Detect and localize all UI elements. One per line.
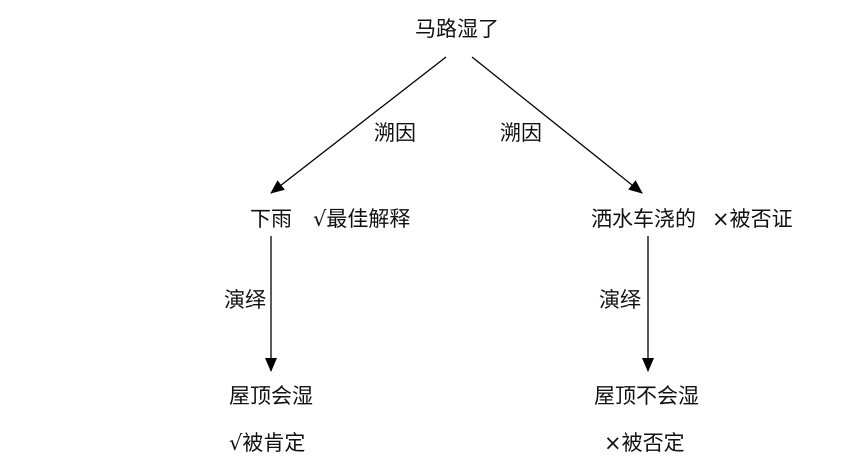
arrow-root-to-rain <box>270 56 447 194</box>
node-rain: 下雨 <box>250 207 292 231</box>
verdict-denied: ×被否定 <box>604 431 685 455</box>
edge-label-left-bottom: 演绎 <box>224 288 266 312</box>
root-node: 马路湿了 <box>415 17 499 41</box>
node-roof-wet: 屋顶会湿 <box>229 384 313 408</box>
verdict-best-explanation: √最佳解释 <box>313 207 411 231</box>
verdict-affirmed: √被肯定 <box>229 431 306 455</box>
verdict-refuted: ×被否证 <box>712 207 793 231</box>
node-sprinkler: 洒水车浇的 <box>591 207 696 231</box>
edge-label-right-bottom: 演绎 <box>599 288 641 312</box>
arrow-root-to-sprinkler <box>471 56 643 194</box>
edge-label-right-top: 溯因 <box>500 121 542 145</box>
edge-label-left-top: 溯因 <box>374 121 416 145</box>
node-roof-not-wet: 屋顶不会湿 <box>594 384 699 408</box>
